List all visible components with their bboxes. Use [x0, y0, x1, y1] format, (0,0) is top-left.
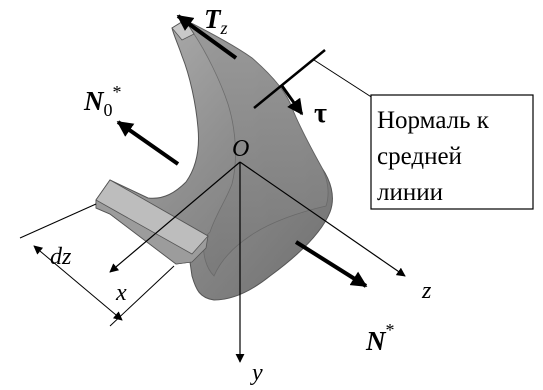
shell-inner-surface: [183, 18, 329, 277]
callout-line-1: Нормаль к: [377, 107, 490, 134]
coordinate-axes: [109, 161, 406, 363]
callout-line-2: средней: [377, 143, 462, 170]
n-superscript: *: [386, 320, 395, 340]
tz-subscript: z: [220, 18, 228, 38]
n0-symbol: N: [83, 86, 105, 116]
n0-arrow: [116, 120, 180, 166]
callout-box: [370, 94, 534, 210]
dz-label: dz: [50, 244, 72, 270]
shell-element: [95, 18, 333, 301]
axis-z-label: z: [421, 278, 432, 304]
dz-dimension-line: [33, 245, 123, 321]
tau-arrow: [280, 85, 304, 116]
tau-label: τ: [314, 98, 327, 129]
origin-label: O: [232, 136, 249, 162]
n-label: N*: [365, 320, 395, 356]
n-symbol: N: [365, 326, 387, 356]
callout-leader: [313, 59, 377, 101]
shell-flange-top-face: [95, 179, 209, 255]
tz-symbol: T: [204, 4, 222, 34]
dz-extension-top: [19, 203, 97, 239]
normal-line: [253, 49, 326, 109]
axis-y-label: y: [250, 360, 263, 385]
thickness-dimension: dz: [19, 203, 175, 327]
n0-label: N0*: [83, 82, 122, 120]
axis-x-line: [109, 161, 241, 273]
n0-subscript: 0: [104, 100, 113, 120]
axis-z-line: [239, 161, 406, 277]
tz-label: Tz: [204, 4, 228, 38]
axis-x-label: x: [115, 280, 127, 306]
n-arrow: [294, 240, 368, 288]
tz-arrow: [176, 14, 238, 60]
n0-superscript: *: [113, 82, 122, 102]
vector-labels: Tz τ N0* N* O x y z: [83, 4, 432, 386]
vectors: [116, 14, 368, 288]
normal-line-group: Нормаль к средней линии: [253, 49, 534, 210]
callout-line-3: линии: [377, 179, 443, 206]
